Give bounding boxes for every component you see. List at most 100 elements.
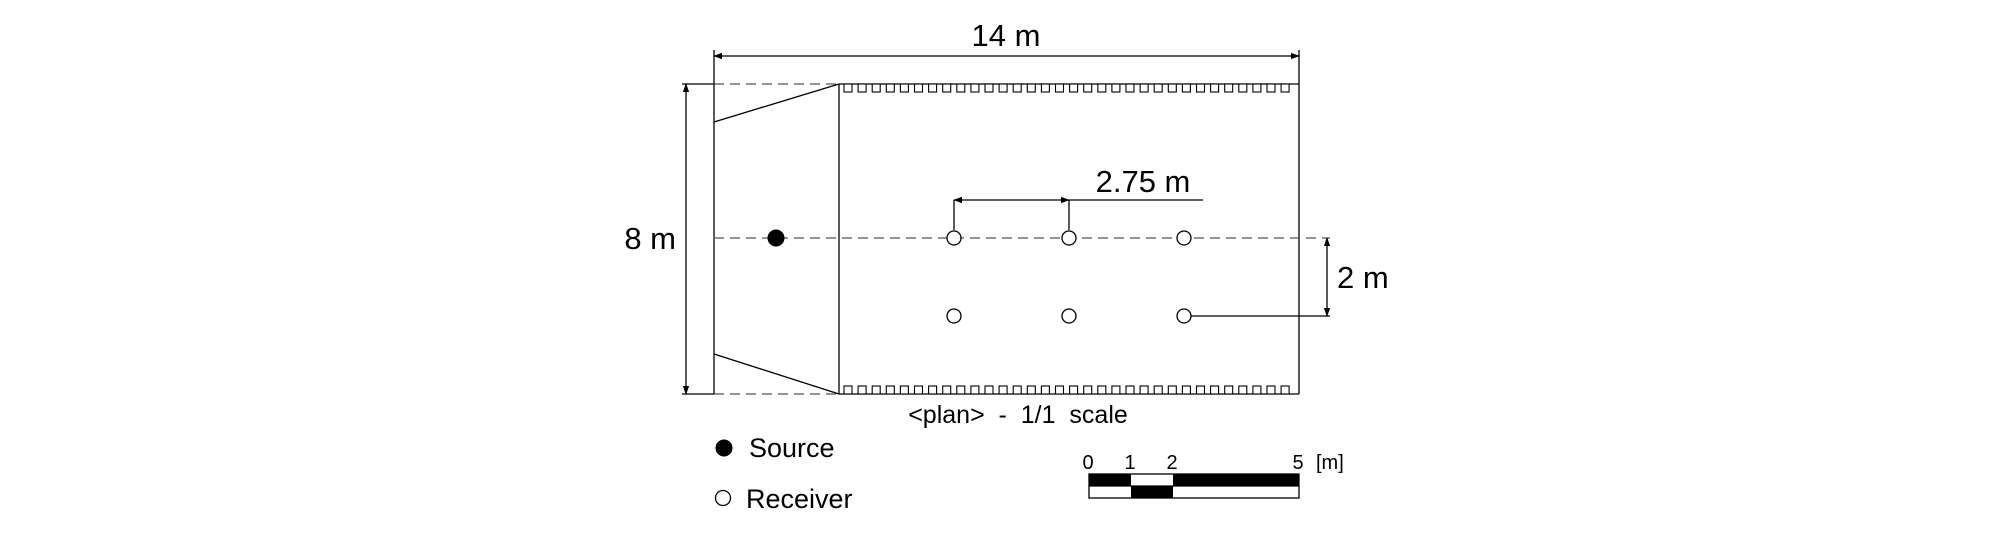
wall-diffuser	[1040, 83, 1050, 93]
wall-diffuser	[1153, 385, 1163, 395]
wall-diffuser	[1195, 385, 1206, 395]
wall-diffuser	[1266, 83, 1276, 93]
spacing-dimension: 2.75 m	[953, 164, 1203, 230]
wall-diffuser	[885, 385, 895, 395]
wall-diffuser	[1139, 83, 1149, 93]
receiver-marker	[1176, 230, 1192, 246]
wall-diffuser	[1167, 385, 1177, 395]
wall-diffuser	[1224, 385, 1234, 395]
wall-diffuser	[1181, 83, 1191, 93]
wall-diffuser	[970, 385, 980, 395]
wall-diffuser	[956, 83, 966, 93]
width-label: 14 m	[972, 18, 1041, 53]
wall-diffuser	[1210, 83, 1220, 93]
wall-diffuser	[984, 83, 994, 93]
receiver-marker	[946, 230, 962, 246]
height-label: 8 m	[624, 221, 676, 256]
wall-diffuser	[1139, 385, 1149, 395]
wall-diffuser	[1026, 385, 1036, 395]
wall-diffuser	[1069, 385, 1079, 395]
receiver-row-offset	[946, 308, 1192, 324]
wall-diffuser	[942, 385, 952, 395]
receiver-marker	[946, 308, 962, 324]
wall-diffuser	[1167, 83, 1177, 93]
wall-diffuser	[998, 385, 1008, 395]
wall-diffuser	[871, 83, 881, 93]
wall-diffuser	[913, 385, 924, 395]
wall-diffuser	[1111, 83, 1121, 93]
wall-diffuser	[1054, 385, 1065, 395]
scale-segment	[1173, 474, 1299, 486]
height-dimension: 8 m	[624, 83, 714, 395]
width-dimension: 14 m	[713, 18, 1300, 84]
room-outline	[713, 83, 1330, 395]
wall-diffuser	[1111, 385, 1121, 395]
wall-diffuser	[984, 385, 994, 395]
source-marker	[767, 229, 785, 247]
wall-diffuser	[1266, 385, 1276, 395]
wall-diffuser	[1026, 83, 1036, 93]
scale-segment	[1131, 486, 1173, 498]
receiver-marker	[1061, 308, 1077, 324]
spacing-label: 2.75 m	[1096, 164, 1191, 199]
plan-caption: <plan> - 1/1 scale	[908, 401, 1128, 429]
wall-diffuser	[885, 83, 895, 93]
wall-diffuser	[857, 385, 867, 395]
wall-diffuser	[928, 83, 938, 93]
scale-tick-label: 0	[1082, 452, 1093, 474]
wall-diffuser	[970, 83, 980, 93]
wall-diffuser	[1252, 83, 1262, 93]
receiver-marker	[1061, 230, 1077, 246]
legend-source-icon	[715, 439, 733, 457]
wall-diffuser	[1210, 385, 1220, 395]
wall-diffuser	[843, 385, 853, 395]
wall-diffuser	[899, 385, 909, 395]
wall-diffuser	[913, 83, 924, 93]
legend-source-label: Source	[749, 433, 835, 463]
wall-diffuser	[1083, 83, 1093, 93]
wall-diffuser	[1224, 83, 1234, 93]
wall-diffuser	[843, 83, 853, 93]
scale-bar: 0 1 2 5 [m]	[1082, 452, 1344, 499]
wall-diffuser	[1280, 385, 1290, 395]
wall-diffuser	[1125, 385, 1135, 395]
wall-diffuser	[1252, 385, 1262, 395]
wall-diffuser	[857, 83, 867, 93]
wall-diffuser	[1083, 385, 1093, 395]
wall-diffuser	[1280, 83, 1290, 93]
receiver-row-center	[946, 230, 1192, 246]
scale-tick-label: 1	[1124, 452, 1135, 474]
wall-diffuser	[1238, 83, 1248, 93]
wall-diffuser	[928, 385, 938, 395]
scale-tick-label: 2	[1166, 452, 1177, 474]
wall-diffuser	[1125, 83, 1135, 93]
wall-diffusers-top	[843, 83, 1290, 93]
row-offset-dimension: 2 m	[1191, 237, 1389, 317]
legend: Source Receiver	[714, 433, 853, 514]
scale-tick-label: 5	[1292, 452, 1303, 474]
legend-receiver-icon	[714, 489, 732, 507]
wall-diffuser	[1097, 83, 1107, 93]
wall-diffuser	[998, 83, 1008, 93]
wall-diffuser	[1040, 385, 1050, 395]
wall-diffuser	[1097, 385, 1107, 395]
legend-receiver-label: Receiver	[746, 484, 853, 514]
wall-diffuser	[871, 385, 881, 395]
scale-unit-label: [m]	[1316, 452, 1344, 474]
wall-diffuser	[1238, 385, 1248, 395]
wall-diffuser	[1195, 83, 1206, 93]
splay-wall-top	[713, 83, 840, 123]
row-offset-label: 2 m	[1337, 260, 1389, 295]
wall-diffuser	[1181, 385, 1191, 395]
scale-segment	[1089, 474, 1131, 486]
wall-diffuser	[1054, 83, 1065, 93]
wall-diffuser	[1153, 83, 1163, 93]
receiver-marker	[1176, 308, 1192, 324]
wall-diffuser	[1012, 385, 1022, 395]
splay-wall-bottom	[713, 353, 840, 395]
wall-diffuser	[956, 385, 966, 395]
wall-diffuser	[1069, 83, 1079, 93]
wall-diffuser	[1012, 83, 1022, 93]
wall-diffuser	[899, 83, 909, 93]
